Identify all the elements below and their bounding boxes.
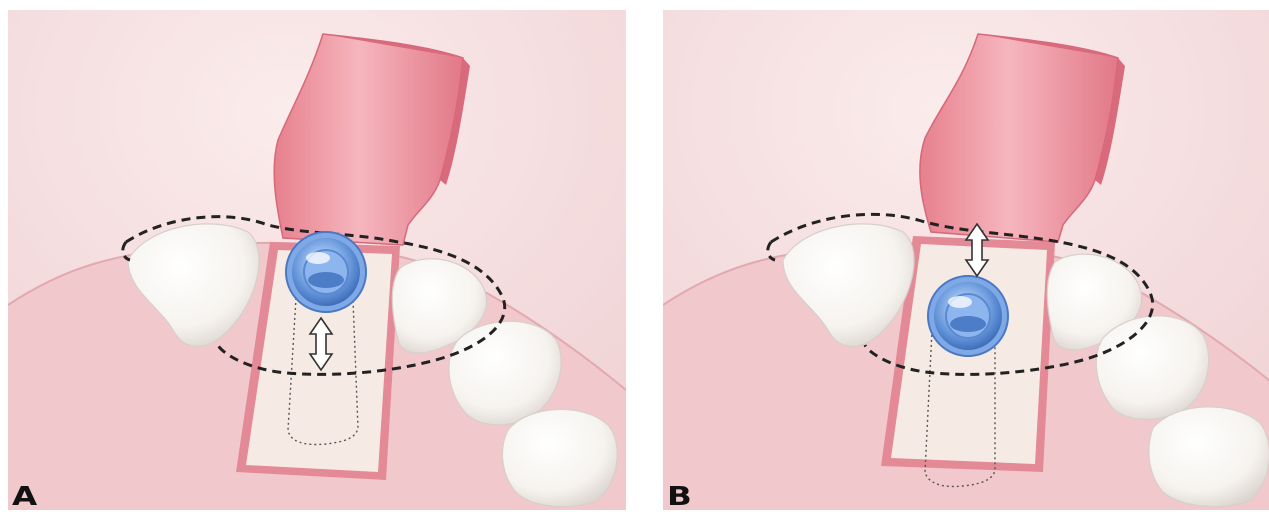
panel-label: A bbox=[12, 484, 37, 510]
panel-b: B bbox=[663, 10, 1269, 510]
panel-label: B bbox=[667, 484, 692, 510]
panel-b-illustration bbox=[663, 10, 1269, 510]
panel-a: A bbox=[8, 10, 626, 510]
tooth-icon bbox=[1096, 316, 1208, 419]
tooth-icon bbox=[502, 409, 617, 506]
implant-icon bbox=[286, 232, 366, 312]
panel-a-illustration bbox=[8, 10, 626, 510]
implant-icon bbox=[928, 276, 1008, 356]
tooth-icon bbox=[1149, 407, 1269, 507]
